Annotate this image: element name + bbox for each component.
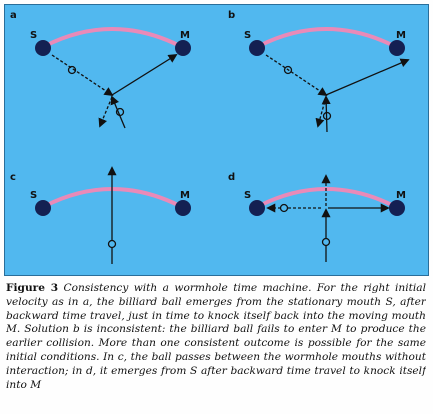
billiard-ball (107, 239, 117, 249)
mouth-s-label: S (244, 190, 251, 201)
panel-b: b S M (228, 10, 410, 133)
diagram-panels (4, 4, 429, 276)
panel-c: c S M (10, 166, 191, 264)
panel-a: a S M (10, 10, 191, 129)
wormhole-arc (44, 27, 181, 48)
trajectory (325, 58, 410, 96)
mouth-m-label: M (180, 190, 190, 201)
panel-d: d S M (228, 172, 406, 262)
trajectory (111, 54, 178, 96)
caption-label: Figure 3 (6, 282, 59, 294)
mouth-m-label: M (396, 190, 406, 201)
mouth-m (389, 40, 405, 56)
billiard-ball (115, 107, 125, 117)
trajectory (98, 96, 113, 128)
billiard-ball (67, 65, 77, 75)
trajectory (321, 95, 331, 133)
mouth-s-label: S (30, 190, 37, 201)
caption-text: Consistency with a wormhole time machine… (6, 282, 426, 391)
trajectory (315, 96, 327, 128)
mouth-s (249, 40, 265, 56)
mouth-m (175, 200, 191, 216)
trajectory (265, 54, 328, 97)
trajectory (110, 95, 126, 129)
mouth-m-label: M (180, 30, 190, 41)
mouth-s (249, 200, 265, 216)
mouth-m (175, 40, 191, 56)
billiard-ball (283, 65, 293, 75)
billiard-ball (321, 237, 331, 247)
billiard-ball (322, 111, 332, 121)
mouth-s-label: S (244, 30, 251, 41)
figure-caption: Figure 3 Consistency with a wormhole tim… (6, 282, 426, 410)
mouth-s (35, 200, 51, 216)
panel-letter: d (228, 172, 235, 183)
trajectory (51, 54, 114, 97)
mouth-m (389, 200, 405, 216)
panel-letter: b (228, 10, 235, 21)
billiard-ball (279, 203, 289, 213)
wormhole-diagram: a S M b S M (10, 10, 410, 264)
panel-letter: a (10, 10, 17, 21)
wormhole-arc (258, 27, 395, 48)
mouth-s (35, 40, 51, 56)
mouth-m-label: M (396, 30, 406, 41)
panel-letter: c (10, 172, 16, 183)
mouth-s-label: S (30, 30, 37, 41)
